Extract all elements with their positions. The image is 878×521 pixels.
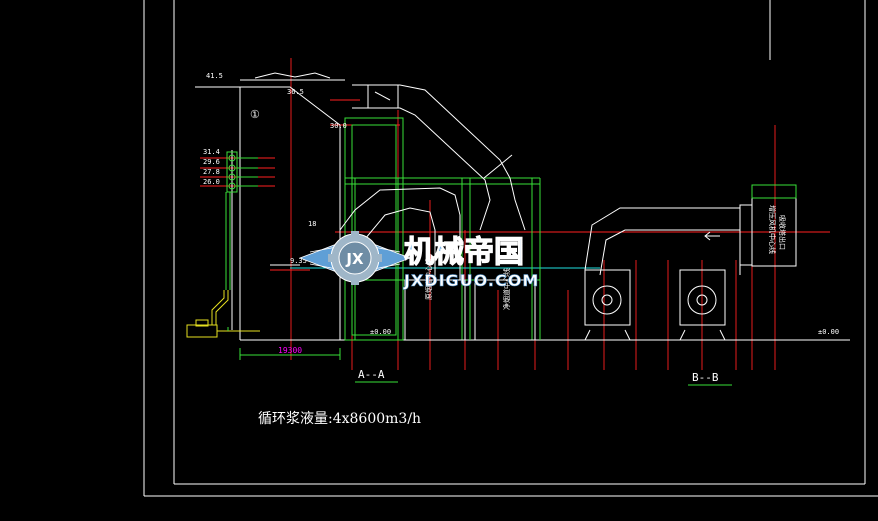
ground-lines — [240, 264, 850, 341]
outlet-box — [739, 184, 797, 267]
elevation-duct-mid: 30.0 — [330, 122, 347, 130]
watermark: JX 机械帝国 JXDIGUO.COM — [298, 231, 539, 290]
section-titles: A--A B--B — [355, 368, 732, 386]
absorber-tower — [195, 72, 345, 340]
elevation-duct-top: 36.5 — [287, 88, 304, 96]
inlet-duct — [339, 187, 536, 341]
elevation-spray-2: 29.6 — [203, 158, 220, 166]
elevation-liquid-level: 9.35 — [290, 257, 307, 265]
vertical-label-clean-flue: 净烟道中心线 — [502, 268, 511, 310]
section-b-title: B--B — [692, 371, 719, 384]
elevation-top-left: 41.5 — [206, 72, 223, 80]
elevation-inlet: 18 — [308, 220, 316, 228]
elevation-labels: 41.5 36.5 30.0 31.4 29.6 27.8 26.0 18 9.… — [203, 72, 839, 336]
watermark-url: JXDIGUO.COM — [403, 271, 539, 290]
elevation-spray-3: 27.8 — [203, 168, 220, 176]
elevation-spray-1: 31.4 — [203, 148, 220, 156]
vertical-label-fan: 增压风机中心线 — [768, 205, 777, 254]
circulation-pump — [186, 290, 260, 338]
centerlines — [200, 58, 830, 370]
elevation-ground-b: ±0.00 — [818, 328, 839, 336]
spray-headers — [225, 151, 258, 290]
elevation-ground-a: ±0.00 — [370, 328, 391, 336]
drawing-frame — [143, 0, 878, 497]
booster-fans — [584, 207, 741, 341]
outlet-duct — [352, 84, 526, 231]
circulation-flow-caption: 循环浆液量:4x8600m3/h — [258, 411, 421, 427]
vertical-label-raw-flue: 原烟道中心线 — [424, 258, 433, 300]
dimension-value: 19300 — [278, 346, 302, 355]
dimension-line — [239, 348, 341, 360]
tower-marker: ① — [250, 108, 260, 121]
vertical-labels: 原烟道中心线 净烟道中心线 增压风机中心线 吸收塔出口 — [424, 205, 787, 310]
watermark-gear-icon — [328, 231, 382, 285]
elevation-spray-4: 26.0 — [203, 178, 220, 186]
watermark-logo-text: JX — [345, 250, 364, 268]
vertical-label-outlet: 吸收塔出口 — [778, 215, 787, 250]
watermark-title: 机械帝国 — [404, 235, 524, 270]
section-a-title: A--A — [358, 368, 385, 381]
